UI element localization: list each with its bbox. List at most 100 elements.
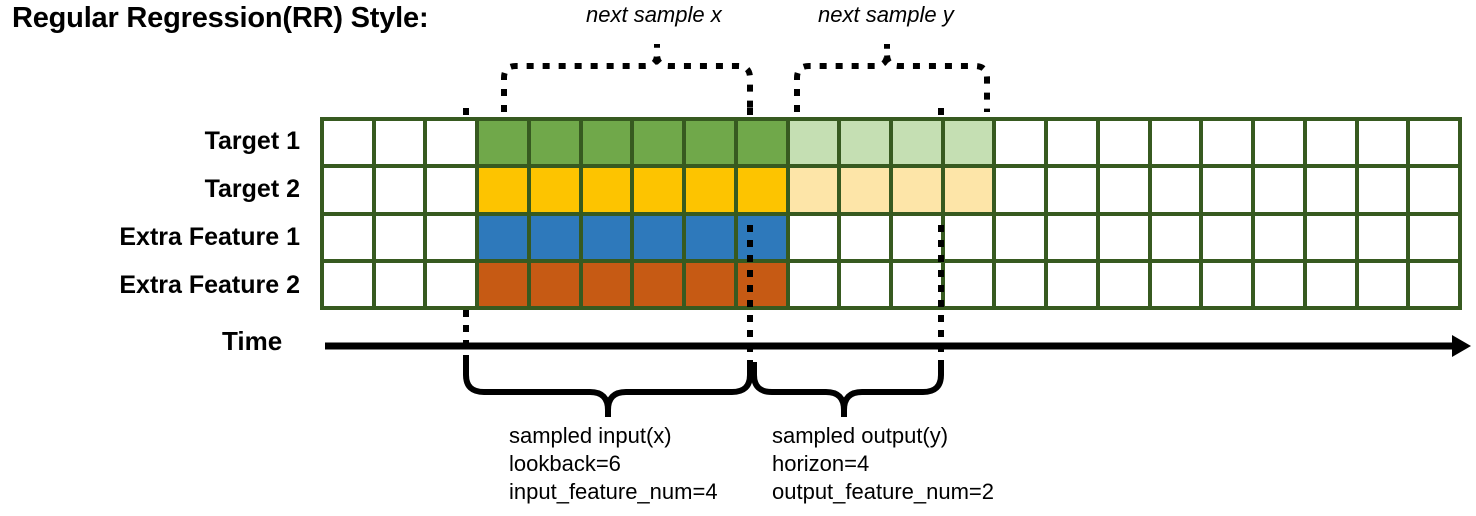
grid-cell-target-2-1-blank: [375, 168, 424, 212]
grid-cell-extra-feature-1-12-output: [944, 215, 993, 259]
grid-cell-extra-feature-1-7-input: [686, 215, 734, 259]
grid-cell-target-1-13-blank: [996, 121, 1045, 165]
grid-cell-extra-feature-1-16-blank: [1151, 215, 1200, 259]
grid-cell-extra-feature-1-6-input: [634, 215, 683, 259]
grid-cell-extra-feature-2-21-blank: [1410, 262, 1458, 306]
grid-cell-extra-feature-2-20-blank: [1358, 262, 1407, 306]
grid-cell-extra-feature-2-2-blank: [427, 262, 476, 306]
row-label-column: Target 1 Target 2 Extra Feature 1 Extra …: [0, 117, 308, 310]
grid-cell-extra-feature-1-13-blank: [996, 215, 1045, 259]
grid-cell-extra-feature-2-6-input: [634, 262, 683, 306]
grid-cell-extra-feature-1-10-output: [841, 215, 889, 259]
row-label-extra-feature-1: Extra Feature 1: [119, 223, 300, 251]
grid-cell-target-1-11-output: [892, 121, 941, 165]
grid-cell-extra-feature-2-8-input: [737, 262, 786, 306]
grid-cell-target-1-4-input: [530, 121, 579, 165]
grid-cell-target-1-9-output: [789, 121, 838, 165]
grid-cell-extra-feature-2-13-blank: [996, 262, 1045, 306]
grid-cell-target-1-0-blank: [324, 121, 372, 165]
grid-cell-target-1-17-blank: [1203, 121, 1252, 165]
row-label-target-1: Target 1: [204, 127, 300, 155]
grid-cell-extra-feature-1-9-output: [789, 215, 838, 259]
grid-cell-target-2-10-output: [841, 168, 889, 212]
grid-cell-extra-feature-2-10-output: [841, 262, 889, 306]
bottom-brace-sampled-input: [463, 362, 753, 417]
grid-cell-extra-feature-1-11-output: [892, 215, 941, 259]
grid-cell-extra-feature-2-0-blank: [324, 262, 372, 306]
grid-cell-target-2-7-input: [686, 168, 734, 212]
grid-cell-target-2-8-input: [737, 168, 786, 212]
grid-cell-target-2-6-input: [634, 168, 683, 212]
sampled-input-title: sampled input(x): [509, 423, 672, 448]
grid-cell-extra-feature-1-5-input: [582, 215, 631, 259]
grid-cell-target-1-21-blank: [1410, 121, 1458, 165]
grid-cell-target-2-15-blank: [1099, 168, 1148, 212]
grid-cell-target-2-2-blank: [427, 168, 476, 212]
row-label-extra-feature-2: Extra Feature 2: [119, 271, 300, 299]
grid-cell-target-2-16-blank: [1151, 168, 1200, 212]
grid-cell-target-1-2-blank: [427, 121, 476, 165]
grid-cell-target-2-20-blank: [1358, 168, 1407, 212]
time-axis-label: Time: [222, 326, 283, 356]
sampled-output-title: sampled output(y): [772, 423, 949, 448]
timeseries-grid: [320, 117, 1462, 310]
grid-cell-target-2-3-input: [479, 168, 527, 212]
sampled-output-featnum: output_feature_num=2: [772, 479, 995, 504]
top-brace-next-sample-x: [501, 44, 753, 112]
grid-cell-target-2-9-output: [789, 168, 838, 212]
grid-cell-extra-feature-2-14-blank: [1048, 262, 1096, 306]
grid-cell-extra-feature-2-18-blank: [1255, 262, 1303, 306]
grid-cell-target-2-4-input: [530, 168, 579, 212]
grid-cell-target-1-6-input: [634, 121, 683, 165]
grid-cell-extra-feature-1-14-blank: [1048, 215, 1096, 259]
grid-cell-target-1-8-input: [737, 121, 786, 165]
grid-cell-extra-feature-1-1-blank: [375, 215, 424, 259]
grid-cell-extra-feature-2-7-input: [686, 262, 734, 306]
grid-cell-target-2-12-output: [944, 168, 993, 212]
grid-cell-target-1-10-output: [841, 121, 889, 165]
next-sample-y-label: next sample y: [818, 2, 954, 27]
bottom-brace-sampled-output: [751, 362, 944, 417]
grid-cell-extra-feature-1-20-blank: [1358, 215, 1407, 259]
grid-cell-extra-feature-1-21-blank: [1410, 215, 1458, 259]
grid-cell-extra-feature-2-5-input: [582, 262, 631, 306]
sampled-input-annotation: sampled input(x) lookback=6 input_featur…: [509, 422, 718, 506]
grid-cell-target-2-21-blank: [1410, 168, 1458, 212]
grid-cell-target-2-18-blank: [1255, 168, 1303, 212]
sampled-input-lookback: lookback=6: [509, 451, 621, 476]
grid-cell-extra-feature-1-0-blank: [324, 215, 372, 259]
sampled-input-featnum: input_feature_num=4: [509, 479, 718, 504]
grid-cell-target-1-14-blank: [1048, 121, 1096, 165]
grid-cell-target-1-5-input: [582, 121, 631, 165]
grid-cell-extra-feature-2-15-blank: [1099, 262, 1148, 306]
grid-cell-extra-feature-2-1-blank: [375, 262, 424, 306]
grid-cell-target-1-20-blank: [1358, 121, 1407, 165]
grid-cell-target-1-7-input: [686, 121, 734, 165]
grid-cell-extra-feature-2-3-input: [479, 262, 527, 306]
sampled-output-annotation: sampled output(y) horizon=4 output_featu…: [772, 422, 994, 506]
grid-cell-target-1-16-blank: [1151, 121, 1200, 165]
grid-cell-target-1-19-blank: [1306, 121, 1355, 165]
top-brace-next-sample-y: [794, 44, 990, 112]
grid-cell-extra-feature-1-2-blank: [427, 215, 476, 259]
grid-cell-target-2-13-blank: [996, 168, 1045, 212]
grid-cell-extra-feature-2-11-output: [892, 262, 941, 306]
grid-cell-target-2-0-blank: [324, 168, 372, 212]
grid-cell-target-1-1-blank: [375, 121, 424, 165]
grid-cell-extra-feature-2-16-blank: [1151, 262, 1200, 306]
grid-cell-target-1-15-blank: [1099, 121, 1148, 165]
grid-cell-target-2-17-blank: [1203, 168, 1252, 212]
grid-cell-extra-feature-1-4-input: [530, 215, 579, 259]
grid-cell-target-1-12-output: [944, 121, 993, 165]
grid-cell-extra-feature-1-15-blank: [1099, 215, 1148, 259]
grid-cell-target-2-19-blank: [1306, 168, 1355, 212]
grid-cell-target-1-18-blank: [1255, 121, 1303, 165]
grid-cell-extra-feature-1-17-blank: [1203, 215, 1252, 259]
grid-cell-extra-feature-1-19-blank: [1306, 215, 1355, 259]
row-label-target-2: Target 2: [204, 175, 300, 203]
grid-cell-extra-feature-1-3-input: [479, 215, 527, 259]
grid-cell-extra-feature-2-9-output: [789, 262, 838, 306]
grid-cell-extra-feature-1-18-blank: [1255, 215, 1303, 259]
grid-cell-target-1-3-input: [479, 121, 527, 165]
sampled-output-horizon: horizon=4: [772, 451, 870, 476]
